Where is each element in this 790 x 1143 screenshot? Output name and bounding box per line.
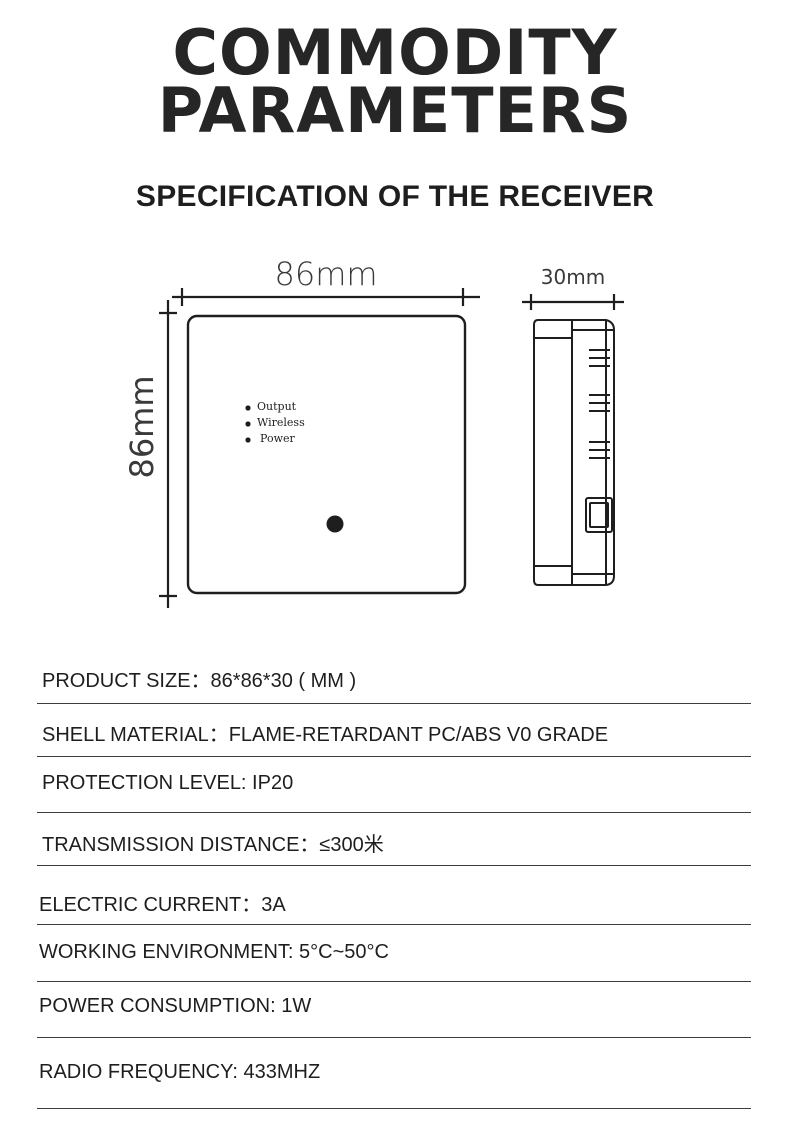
receiver-diagram [159,288,624,608]
spec-divider [37,812,751,813]
spec-product-size: PRODUCT SIZE：86*86*30 ( MM ) [42,670,357,692]
spec-divider [37,1108,751,1109]
receiver-side-view [533,319,615,586]
width-dimension-line [172,288,480,306]
pairing-button-dot [326,515,344,533]
spec-transmission-distance: TRANSMISSION DISTANCE：≤300米 [42,834,384,856]
spec-divider [37,981,751,982]
spec-electric-current: ELECTRIC CURRENT：3A [39,894,286,916]
width-dimension-label: 86mm [274,255,378,293]
spec-divider [37,703,751,704]
spec-shell-material: SHELL MATERIAL：FLAME-RETARDANT PC/ABS V0… [42,724,609,746]
height-dimension-label: 86mm [123,375,161,479]
output-indicator-label: Output [257,400,297,413]
wireless-led-dot [245,421,251,427]
spec-divider [37,756,751,757]
height-dimension-line [159,300,177,608]
output-led-dot [245,405,251,411]
spec-divider [37,924,751,925]
spec-divider [37,865,751,866]
page-title-line2: PARAMETERS [157,74,633,147]
power-indicator-label: Power [260,432,295,445]
spec-divider [37,1037,751,1038]
spec-radio-frequency: RADIO FREQUENCY: 433MHZ [39,1061,321,1083]
spec-working-environment: WORKING ENVIRONMENT: 5°C~50°C [39,941,389,963]
depth-dimension-label: 30mm [540,265,606,289]
spec-power-consumption: POWER CONSUMPTION: 1W [39,995,312,1017]
page-title-line1: COMMODITY [172,16,618,89]
spec-protection-level: PROTECTION LEVEL: IP20 [42,772,294,794]
receiver-front-view [186,314,467,595]
section-subtitle: SPECIFICATION OF THE RECEIVER [135,180,655,213]
power-led-dot [245,437,251,443]
depth-dimension-line [522,294,624,310]
wireless-indicator-label: Wireless [257,416,305,429]
